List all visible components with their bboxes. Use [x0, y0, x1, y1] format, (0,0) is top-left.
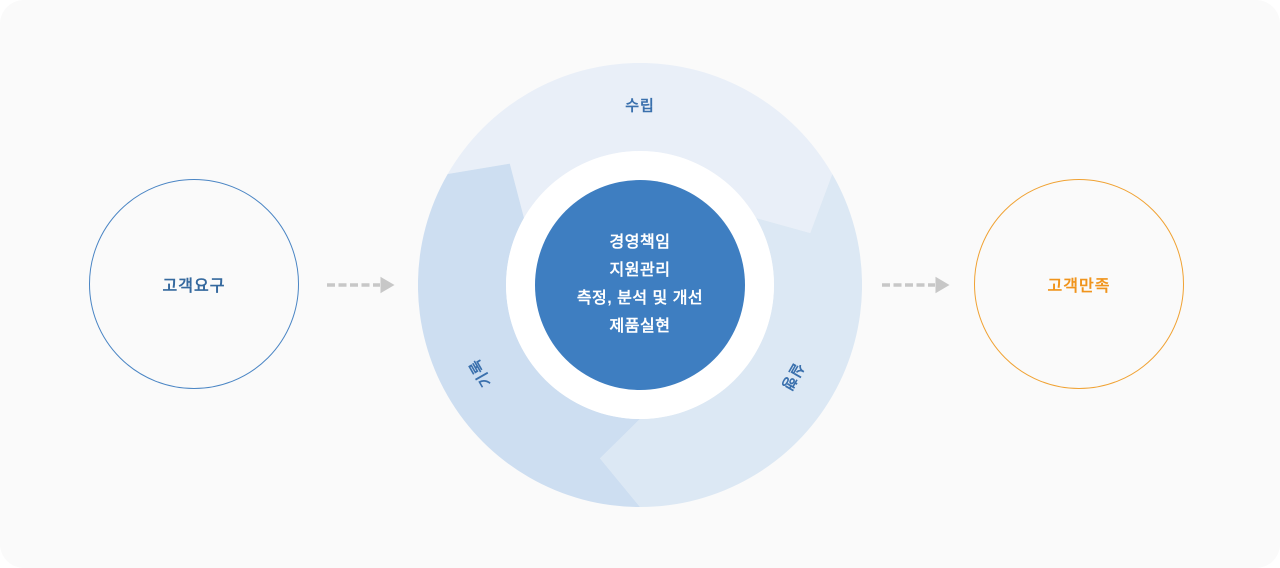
ring-segment-right: [600, 174, 862, 507]
core-item: 측정, 분석 및 개선: [576, 290, 704, 307]
customer-requirements-circle: 고객요구: [89, 179, 299, 389]
core-circle: [535, 180, 745, 390]
arrowhead-right-icon: [935, 276, 950, 294]
cycle-step-establish: 수립: [625, 97, 655, 115]
customer-satisfaction-circle: 고객만족: [974, 179, 1184, 389]
ring-segment-left: [418, 163, 640, 507]
ring-segment-top: [447, 63, 833, 233]
core-item: 제품실현: [609, 318, 671, 335]
flow-arrow-left: [327, 276, 395, 294]
quality-cycle: 수립 실행 기록 경영책임 지원관리 측정, 분석 및 개선 제품실현: [418, 63, 862, 507]
core-item-list: 경영책임 지원관리 측정, 분석 및 개선 제품실현: [577, 229, 703, 341]
customer-requirements-label: 고객요구: [162, 278, 226, 295]
cycle-ring: [418, 63, 862, 507]
flow-arrow-right: [882, 276, 950, 294]
core-item: 지원관리: [609, 262, 671, 279]
arrowhead-right-icon: [380, 276, 395, 294]
core-item: 경영책임: [609, 234, 671, 251]
customer-satisfaction-label: 고객만족: [1047, 278, 1111, 295]
